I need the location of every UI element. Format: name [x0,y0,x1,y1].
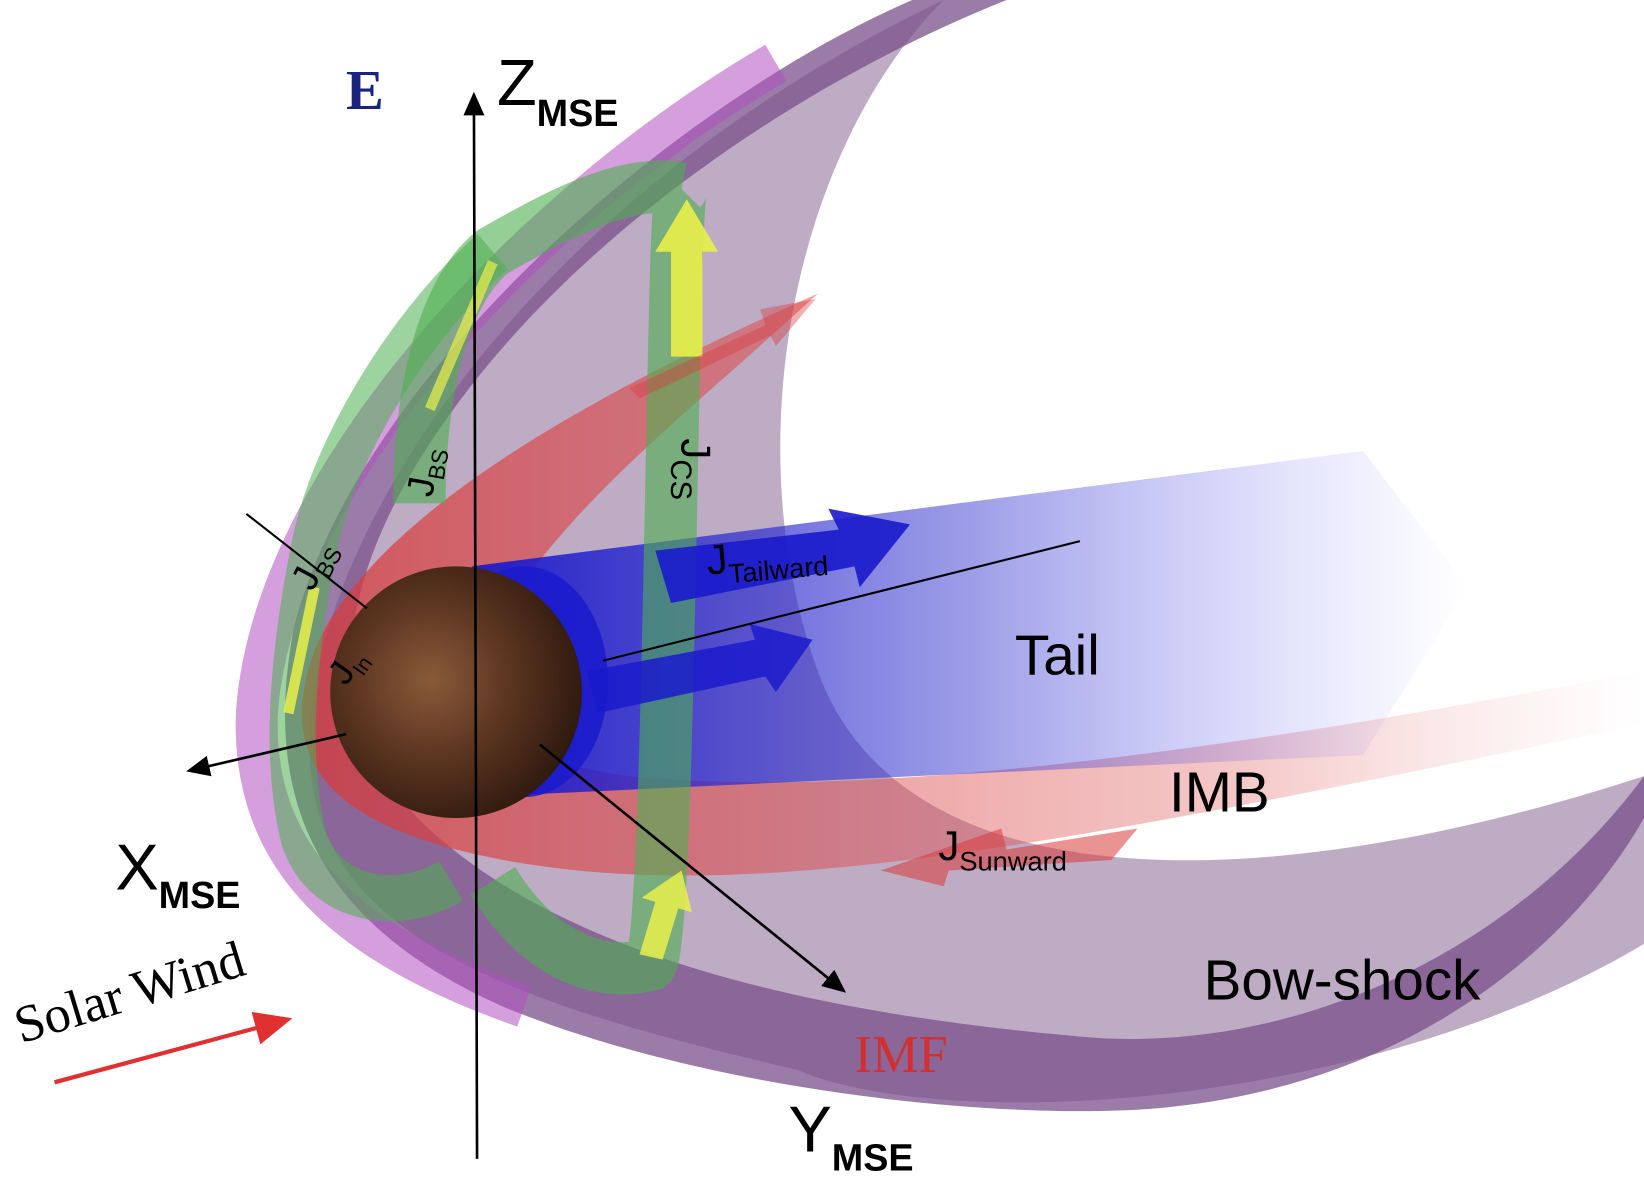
imf-label: IMF [855,1026,948,1084]
j-cs-label: JCS [664,438,719,500]
bow-shock-label: Bow-shock [1204,948,1482,1011]
j-sunward-arrow [880,828,1138,887]
tail-current-region [471,450,1468,798]
tail-label: Tail [1015,623,1100,686]
e-field-label: E [346,60,384,122]
x-axis-back-line [245,513,368,610]
yellow-arrow-up-cs [655,199,719,357]
imb-surface [301,293,1644,876]
blue-inner-arrow [587,624,813,714]
yellow-arrow-bs-upper [425,260,498,412]
y-mse-label: YMSE [788,1093,913,1179]
red-upper-arrow [629,298,816,399]
tail-axis-line [602,540,1081,662]
j-tailward-arrow [655,508,911,604]
x-mse-label: XMSE [115,830,240,916]
mars-planet [330,566,582,819]
solar-wind-label: Solar Wind [8,930,252,1055]
imb-label: IMB [1169,761,1270,824]
j-sunward-label: JSunward [938,822,1067,876]
z-mse-label: ZMSE [497,46,619,134]
y-axis-line [539,743,847,993]
z-axis-line [463,91,485,1159]
yellow-arrow-bs [283,586,320,715]
solar-wind-arrow [53,1011,293,1085]
x-axis-line [186,732,347,777]
yellow-arrow-up-lower [639,870,692,960]
